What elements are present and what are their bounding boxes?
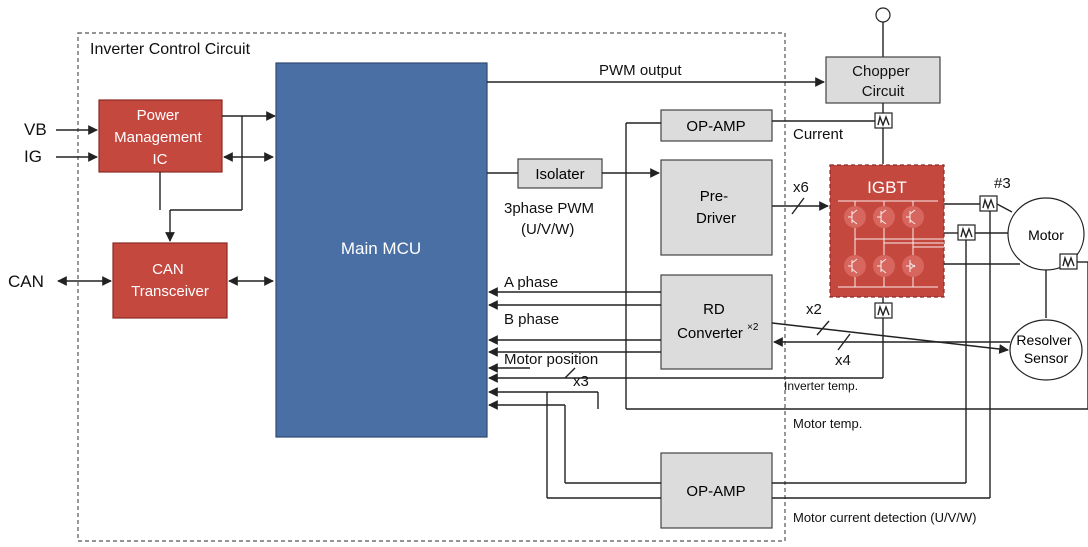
svg-text:RD Converter: RD Converter [677,301,743,342]
chopper-label-line1: Chopper [852,63,910,80]
current-sensor-motor-icon [1059,253,1078,270]
svg-text:Chopper Circuit: Chopper Circuit [852,63,914,100]
main-mcu-label: Main MCU [341,239,421,258]
current-sensor-top-icon [874,112,893,129]
resolver-label-line1: Resolver [1016,332,1072,348]
power-management-ic [98,99,223,173]
op-amp-top-label: OP-AMP [686,118,745,135]
rd-converter-label-line2: Converter [677,325,743,342]
pmic-label-line1: Power [137,107,180,124]
svg-text:CAN Transceiver: CAN Transceiver [131,261,209,300]
b-phase-label: B phase [504,311,559,328]
pre-driver-label-line2: Driver [696,210,736,227]
inverter-temp-label: Inverter temp. [784,379,858,393]
inverter-control-boundary [77,32,786,542]
x2-label: x2 [806,301,822,318]
uvw-label: (U/V/W) [521,221,574,238]
svg-text:Pre- Driver: Pre- Driver [696,188,736,227]
pmic-label-line2: Management [114,129,202,146]
pwm-output-label: PWM output [599,62,682,79]
x3-label: x3 [573,373,589,390]
op-amp-bottom [660,452,773,529]
resolver-label-line2: Sensor [1024,350,1069,366]
current-sensor-phase2-icon [957,224,976,241]
igbt-switches-icon [838,200,944,288]
region-title: Inverter Control Circuit [90,41,251,58]
a-phase-label: A phase [504,274,558,291]
can-transceiver [112,242,228,319]
op-amp-bottom-label: OP-AMP [686,483,745,500]
temp-sensor-igbt-icon [874,302,893,319]
igbt-label: IGBT [867,178,907,197]
resolver-sensor [1009,319,1083,381]
pre-driver [660,159,773,256]
isolater-label: Isolater [535,166,584,183]
can-transceiver-label-line1: CAN [152,261,184,278]
current-label: Current [793,126,844,143]
three-phase-pwm-label: 3phase PWM [504,200,594,217]
rd-converter-label-line1: RD [703,301,725,318]
supply-terminal-icon [875,7,891,23]
can-label: CAN [8,272,44,291]
motor-position-label: Motor position [504,351,598,368]
svg-text:Power Management IC: Power Management IC [114,107,206,168]
rd-converter-superscript: ×2 [747,322,759,333]
pre-driver-label-line1: Pre- [700,188,728,205]
svg-text:Resolver Sensor: Resolver Sensor [1016,332,1075,366]
hash3-label: #3 [994,175,1011,192]
can-transceiver-label-line2: Transceiver [131,283,209,300]
chopper-label-line2: Circuit [862,83,905,100]
motor-label: Motor [1028,227,1064,243]
current-sensor-phase1-icon [979,195,998,212]
motor-current-detection-label: Motor current detection (U/V/W) [793,510,977,525]
x4-label: x4 [835,352,851,369]
vb-label: VB [24,120,47,139]
op-amp-top [660,109,773,142]
motor-temp-label: Motor temp. [793,416,862,431]
main-mcu [275,62,488,438]
pmic-label-line3: IC [153,151,168,168]
rd-converter [660,274,773,370]
chopper-circuit [825,56,941,104]
x6-label: x6 [793,179,809,196]
ig-label: IG [24,147,42,166]
